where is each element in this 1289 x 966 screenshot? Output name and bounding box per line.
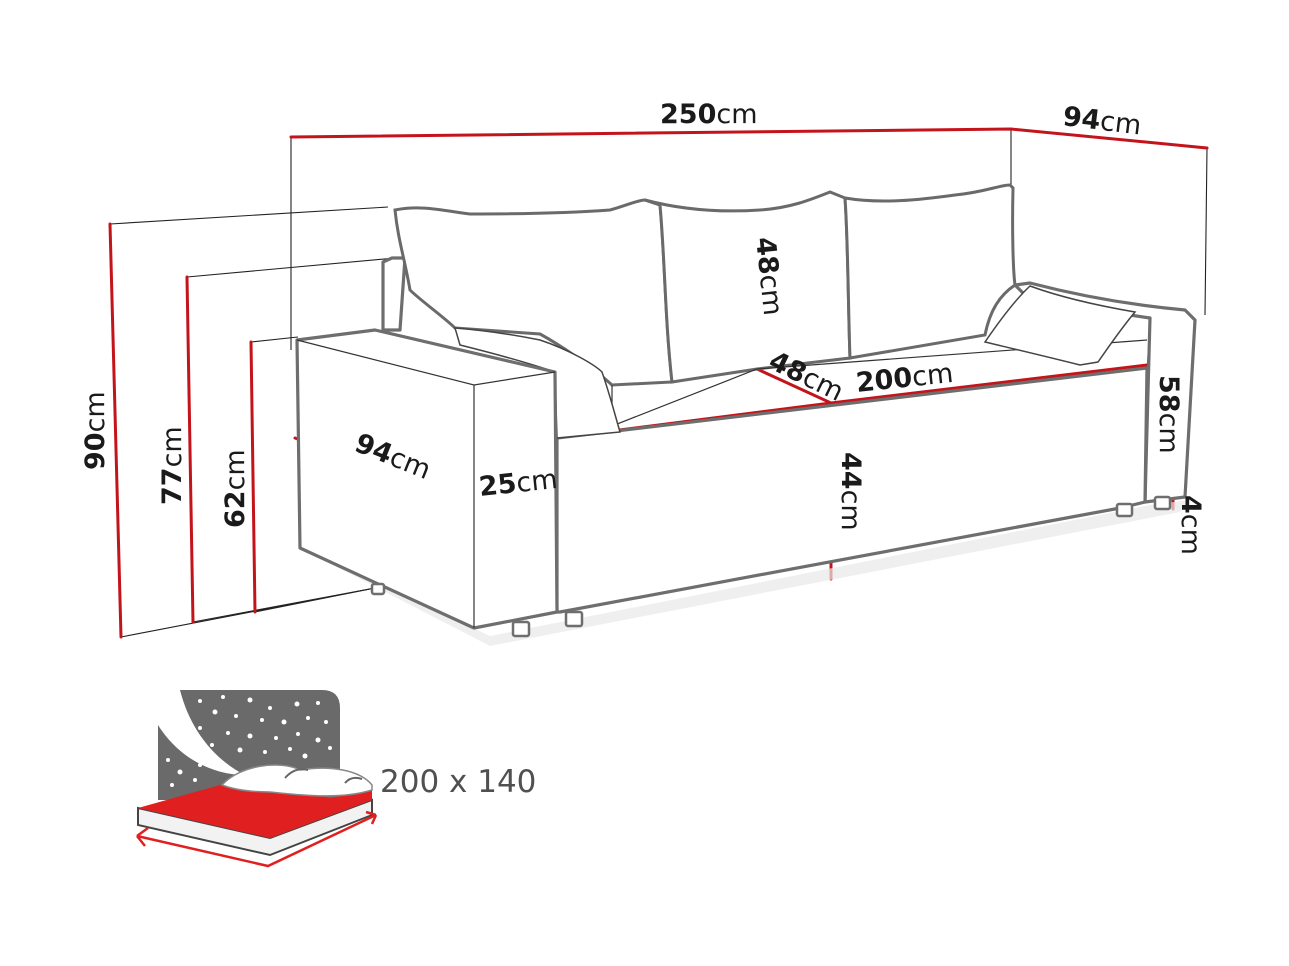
label-total-height: 90cm [80,391,111,470]
back-cushion-right [843,183,1017,360]
label-armrest-width: 25cm [477,464,559,503]
left-throw-pillow [453,327,621,439]
bed-night-icon [136,690,378,868]
label-backrest-height: 48cm [749,235,788,317]
back-cushion-middle [644,190,852,384]
extension-lines [109,129,1208,638]
label-total-depth: 94cm [1061,101,1143,141]
sofa-illustration [295,183,1197,646]
label-seat-width: 200cm [854,358,954,399]
sleeping-area-size: 200 x 140 [380,764,536,800]
sofa-leg [511,620,531,638]
right-throw-pillow [983,285,1137,366]
sofa-leg [564,610,584,628]
stars [166,695,332,787]
label-back-height: 77cm [157,426,188,505]
sofa-leg [370,582,386,596]
label-armrest-height: 62cm [220,449,251,528]
label-seat-height: 44cm [835,452,866,531]
sofa-leg [1115,502,1134,518]
label-total-width: 250cm [660,99,758,130]
left-armrest-side [295,328,559,630]
right-armrest [1013,281,1197,504]
label-inner-armrest-height: 58cm [1153,375,1184,454]
sofa-leg [1153,495,1172,511]
label-leg-height: 4cm [1175,495,1206,555]
